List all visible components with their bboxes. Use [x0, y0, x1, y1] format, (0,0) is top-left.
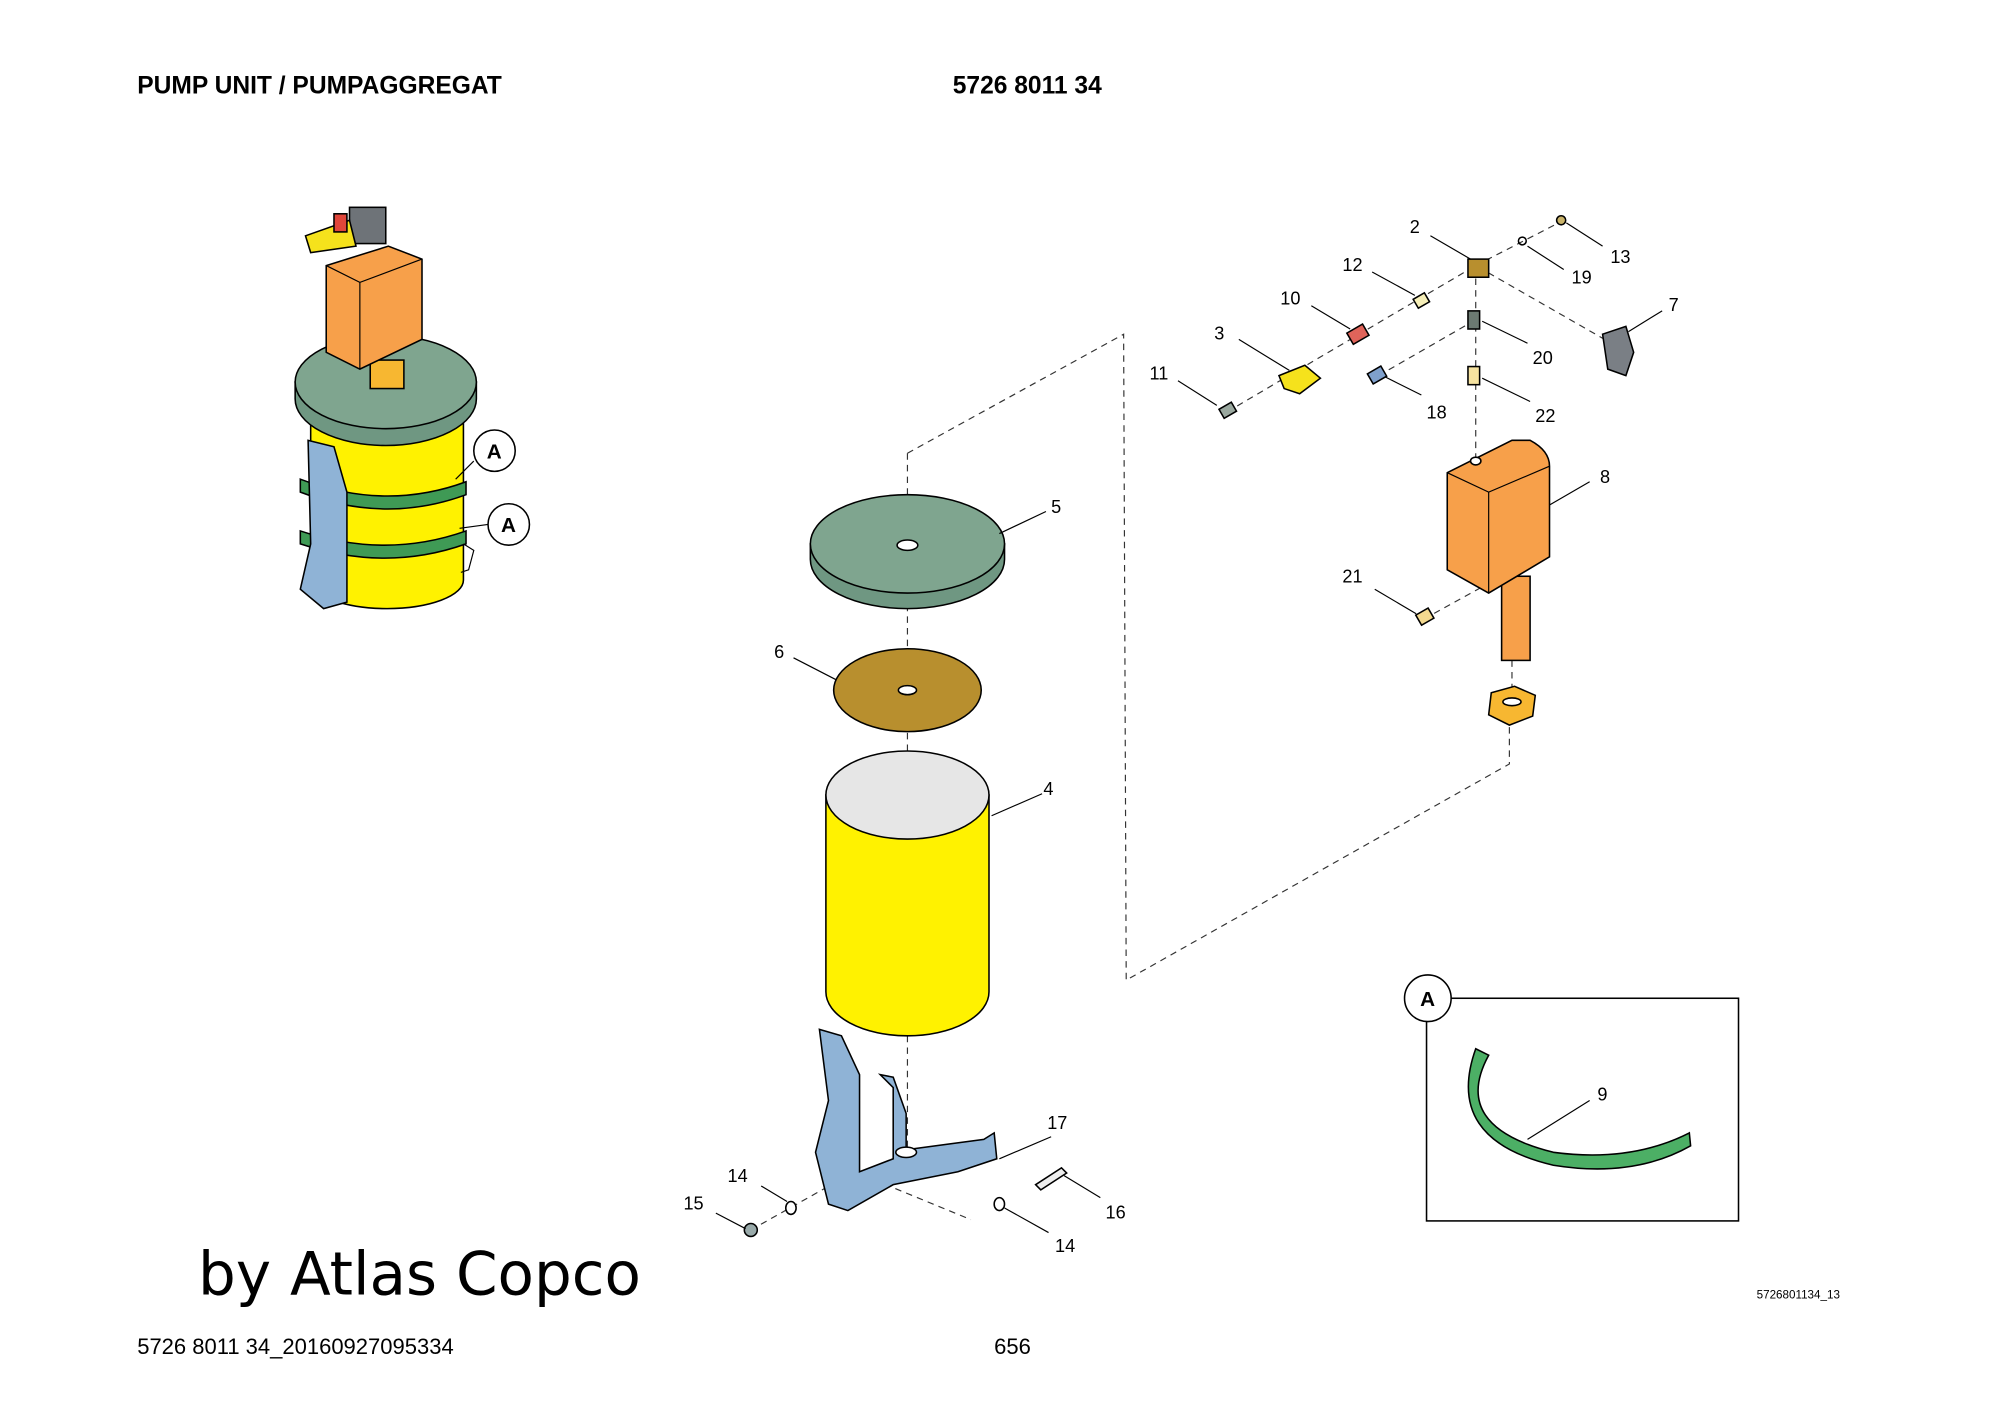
callout-9: 9	[1597, 1085, 1607, 1105]
watermark: by Atlas Copco	[198, 1241, 641, 1310]
part-14-washer	[784, 1200, 797, 1216]
part-2-block	[1467, 258, 1490, 279]
part-18	[1366, 365, 1388, 386]
callout-20: 20	[1533, 348, 1553, 368]
part-20-tee	[1467, 310, 1481, 330]
part-9-band	[1467, 1047, 1692, 1170]
part-15-nut	[743, 1222, 759, 1238]
callout-6: 6	[774, 642, 784, 662]
callout-18: 18	[1427, 402, 1447, 422]
callout-10: 10	[1280, 288, 1300, 308]
part-12	[1412, 291, 1431, 310]
part-3-fitting	[1277, 364, 1322, 395]
callout-5: 5	[1051, 497, 1061, 517]
callout-a-marker	[473, 429, 516, 473]
callout-8: 8	[1600, 467, 1610, 487]
part-6-gasket	[832, 647, 983, 733]
part-11	[1217, 401, 1238, 420]
part-22	[1467, 365, 1481, 386]
callout-15: 15	[683, 1193, 703, 1213]
part-number: 5726 8011 34	[953, 72, 1102, 99]
callout-11: 11	[1150, 363, 1169, 383]
callout-13: 13	[1610, 247, 1630, 267]
callout-14: 14	[1055, 1236, 1075, 1256]
part-14-washer	[993, 1196, 1006, 1212]
part-19-ring	[1517, 236, 1527, 246]
callout-a-label: A	[487, 440, 502, 463]
part-5-cover-disc	[809, 493, 1006, 610]
callout-3: 3	[1214, 323, 1224, 343]
callout-19: 19	[1572, 268, 1592, 288]
callout-a-marker	[487, 502, 531, 546]
callout-4: 4	[1043, 779, 1053, 799]
leader-lines	[715, 222, 1663, 1234]
part-10	[1345, 322, 1371, 346]
callout-a-label: A	[501, 514, 516, 537]
callout-2: 2	[1410, 217, 1420, 237]
callout-7: 7	[1669, 295, 1679, 315]
part-21	[1414, 606, 1435, 627]
part-4-container	[825, 750, 990, 1037]
callout-21: 21	[1342, 567, 1362, 587]
part-17-bracket	[814, 1028, 998, 1212]
part-7-connector	[1601, 325, 1635, 377]
assembled-view: A A	[294, 206, 531, 610]
callout-22: 22	[1535, 406, 1555, 426]
part-13	[1555, 214, 1567, 226]
document-id: 5726 8011 34_20160927095334	[137, 1334, 453, 1359]
detail-label: A	[1420, 988, 1435, 1011]
part-8-pump-motor	[1446, 439, 1551, 726]
callout-12: 12	[1342, 255, 1362, 275]
page-number: 656	[994, 1334, 1031, 1359]
drawing-id: 5726801134_13	[1757, 1289, 1840, 1302]
detail-a-box: A	[1403, 974, 1740, 1222]
callout-17: 17	[1047, 1113, 1067, 1133]
callout-numbers: 2 3 4 5 6 7 8 9 10 11 12 13 14 14 15 16 …	[683, 217, 1678, 1256]
part-16-bolt	[1034, 1166, 1068, 1191]
callout-16: 16	[1106, 1202, 1126, 1222]
callout-14: 14	[728, 1166, 748, 1186]
page-title: PUMP UNIT / PUMPAGGREGAT	[137, 72, 502, 99]
